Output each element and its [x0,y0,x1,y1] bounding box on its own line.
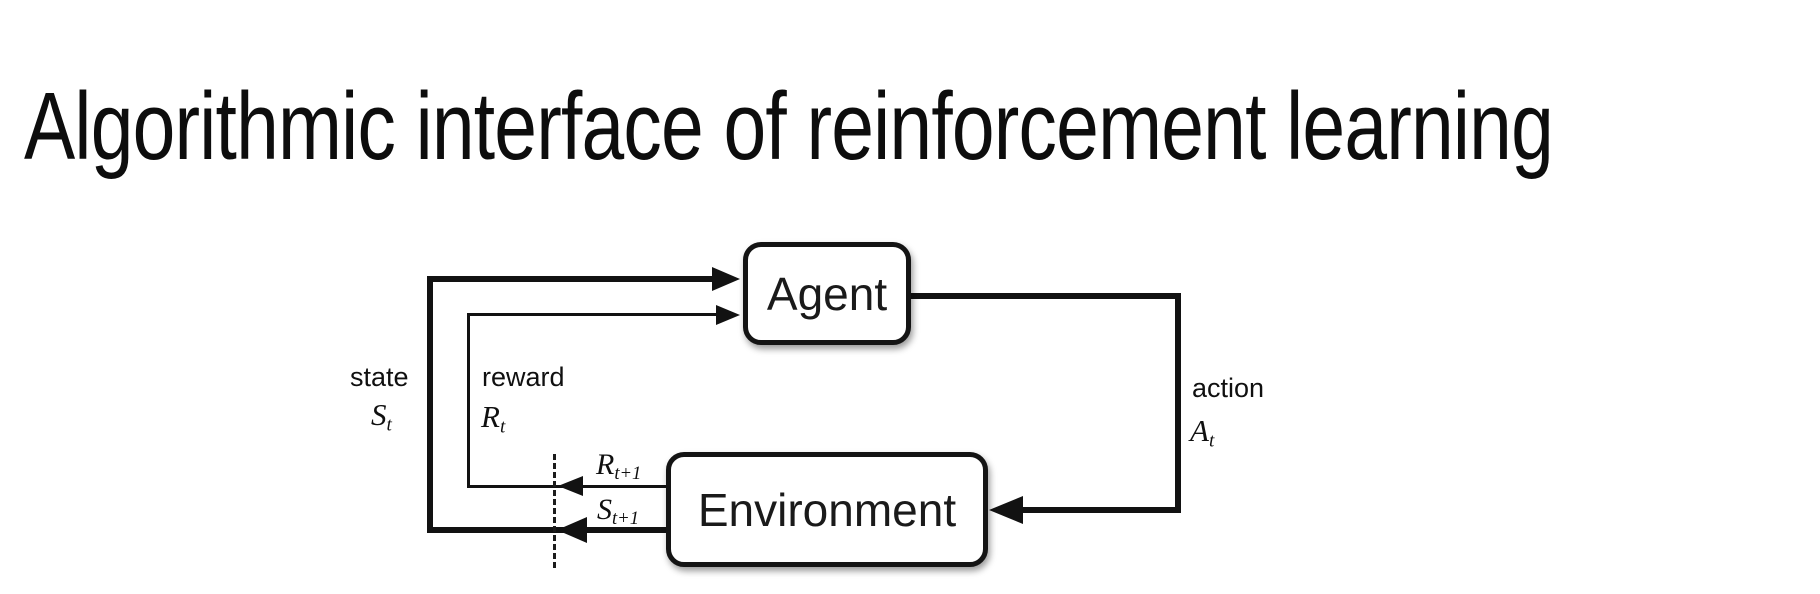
reward-arrowhead-into-agent-icon [716,305,740,325]
next-state-symbol: St+1 [597,493,640,530]
timestep-boundary-dashed-line [553,454,556,568]
agent-node-label: Agent [766,267,888,320]
state-symbol: St [371,397,392,436]
next-reward-arrowhead-icon [558,476,583,496]
action-label: action [1192,373,1265,403]
state-label: state [350,362,409,392]
slide-title: Algorithmic interface of reinforcement l… [24,73,1554,181]
environment-node: Environment [666,452,988,567]
action-symbol-subscript: t [1208,430,1215,452]
next-state-line [427,527,667,533]
state-symbol-subscript: t [386,414,392,436]
agent-node: Agent [743,242,911,345]
environment-node-label: Environment [697,483,957,536]
state-loop-left-line [427,276,433,533]
next-reward-symbol-subscript: t+1 [614,463,642,485]
reward-label: reward [482,362,565,392]
next-reward-symbol: Rt+1 [596,448,642,485]
next-state-arrowhead-icon [557,517,587,543]
action-arrowhead-into-environment-icon [989,496,1023,524]
reward-symbol: Rt [481,399,506,438]
next-state-symbol-subscript: t+1 [612,508,640,530]
action-loop-bottom-line [1023,507,1181,513]
action-symbol: At [1190,413,1215,452]
action-loop-right-line [1175,293,1181,513]
state-loop-top-line [427,276,715,282]
action-loop-top-line [911,293,1181,299]
reward-symbol-subscript: t [499,416,506,438]
reward-loop-top-line [467,313,719,316]
state-arrowhead-into-agent-icon [712,267,740,291]
reward-loop-left-line [467,313,470,487]
